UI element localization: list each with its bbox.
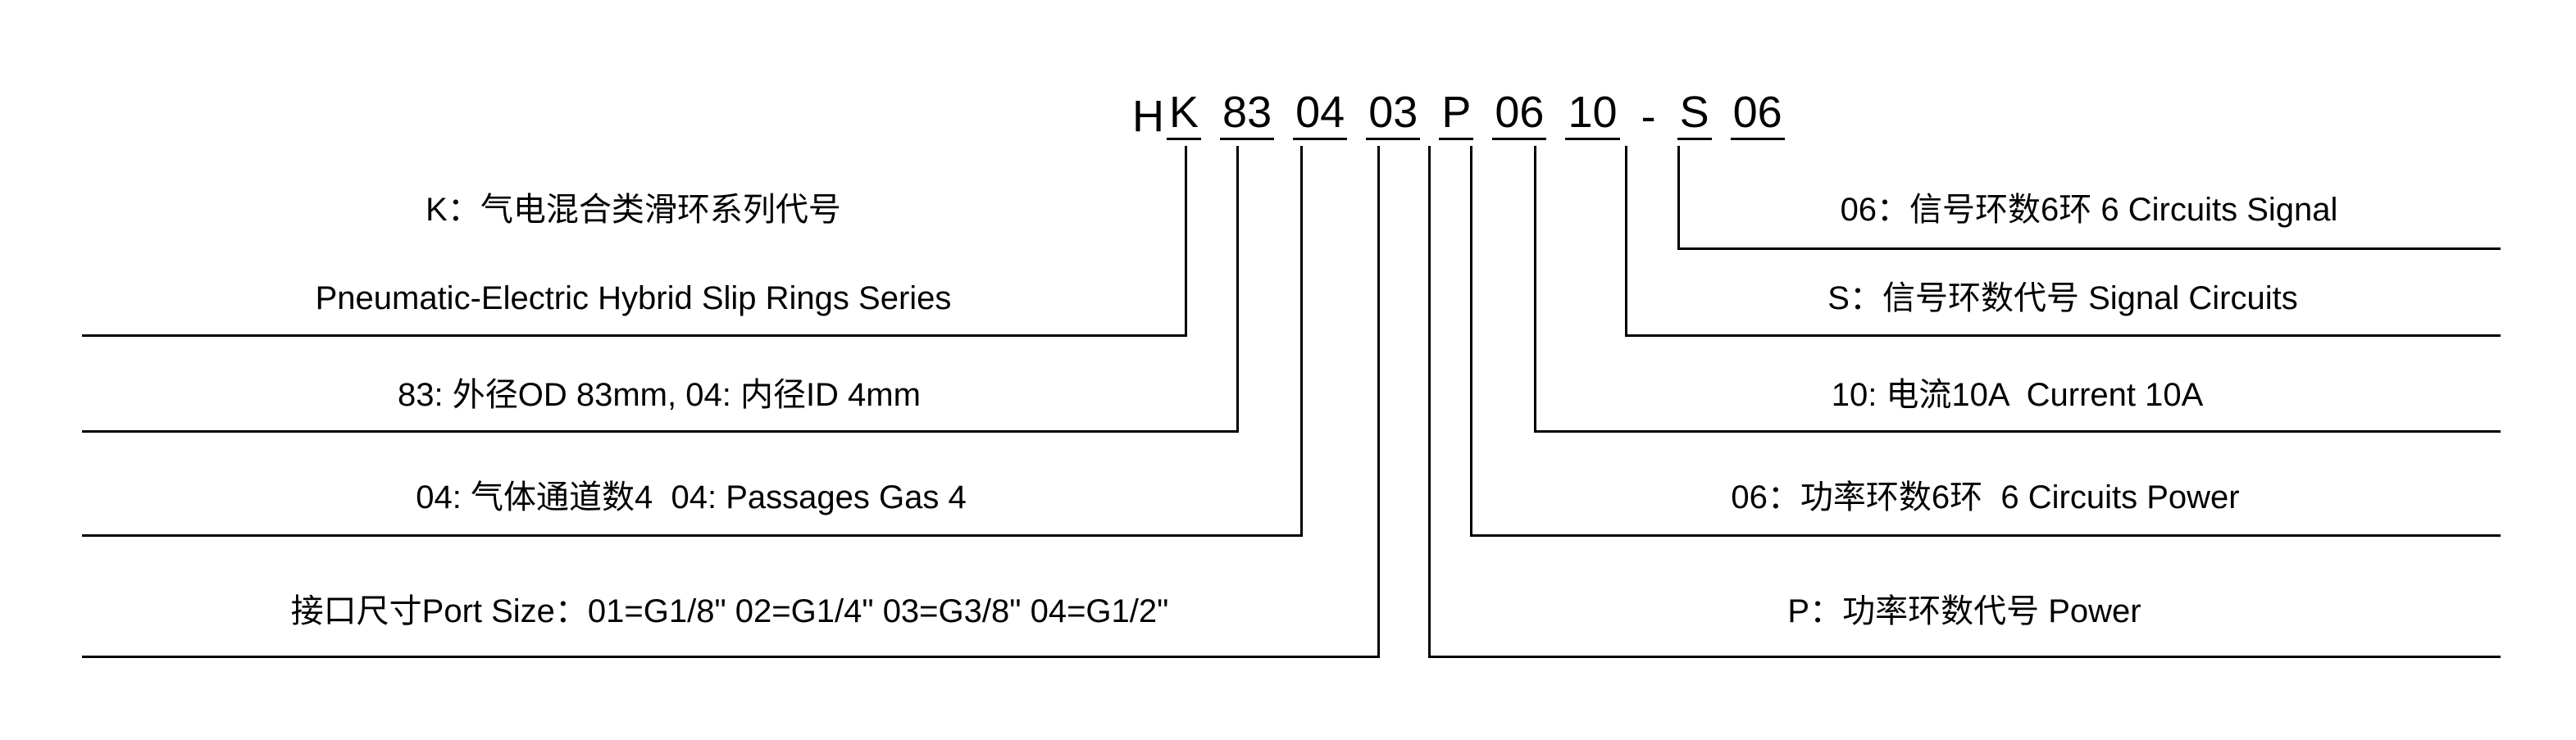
caption-current-rating: 10: 电流10A Current 10A (1831, 377, 2204, 413)
caption-series-code-cn: K：气电混合类滑环系列代号 (426, 192, 841, 228)
leader-vertical-signal-count (1677, 146, 1680, 249)
leader-vertical-current (1534, 146, 1536, 432)
leader-rule-current (1534, 430, 2501, 433)
caption-power-circuits-count: 06：功率环数6环 6 Circuits Power (1731, 479, 2240, 515)
caption-signal-circuits-count: 06：信号环数6环 6 Circuits Signal (1840, 192, 2338, 228)
part-number-segment-od: 83 (1220, 89, 1275, 140)
caption-series-code-en: Pneumatic-Electric Hybrid Slip Rings Ser… (315, 280, 952, 316)
part-number-segment-current: 10 (1565, 89, 1620, 140)
part-number-segment-signal-circuits: 06 (1730, 89, 1785, 140)
part-number-segment-port: 03 (1366, 89, 1421, 140)
leader-rule-port (82, 656, 1380, 658)
leader-rule-gas (82, 534, 1303, 537)
leader-rule-power-code (1428, 656, 2501, 658)
leader-rule-od-id (82, 430, 1239, 433)
leader-vertical-signal-code (1625, 146, 1627, 336)
leader-vertical-gas (1300, 146, 1303, 536)
leader-vertical-od-id (1236, 146, 1239, 432)
part-number-segment-s: S (1677, 89, 1712, 140)
leader-vertical-power-count (1470, 146, 1472, 536)
leader-rule-signal-count (1677, 247, 2501, 250)
caption-signal-circuits-code: S：信号环数代号 Signal Circuits (1827, 280, 2298, 316)
caption-gas-passages: 04: 气体通道数4 04: Passages Gas 4 (416, 479, 967, 515)
part-number-segment-h: H (1132, 92, 1164, 141)
caption-od-id: 83: 外径OD 83mm, 04: 内径ID 4mm (398, 377, 921, 413)
caption-port-size: 接口尺寸Port Size：01=G1/8" 02=G1/4" 03=G3/8"… (290, 593, 1169, 629)
part-number-segment-power-circuits: 06 (1492, 89, 1547, 140)
part-number-segment-p: P (1439, 89, 1474, 140)
leader-rule-power-count (1470, 534, 2501, 537)
part-number-segment-id: 04 (1293, 89, 1348, 140)
leader-vertical-k (1185, 146, 1187, 336)
leader-vertical-port (1377, 146, 1380, 657)
part-number-row: H K 83 04 03 P 06 10 - S 06 (1130, 89, 1785, 140)
leader-vertical-power-code (1428, 146, 1431, 657)
part-number-segment-k: K (1167, 89, 1202, 140)
part-number-separator-dash: - (1641, 92, 1656, 141)
caption-power-circuits-code: P：功率环数代号 Power (1787, 593, 2141, 629)
leader-rule-k (82, 334, 1187, 337)
leader-rule-signal-code (1625, 334, 2501, 337)
